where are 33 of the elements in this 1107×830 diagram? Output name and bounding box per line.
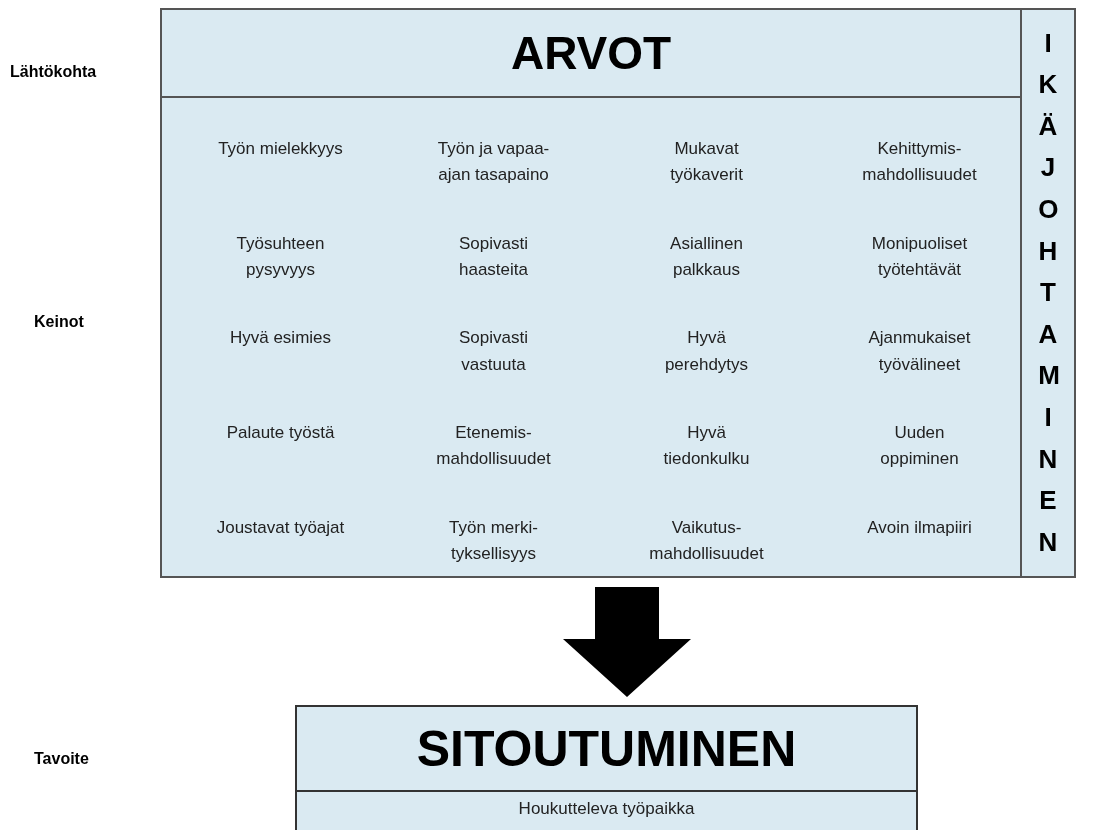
- value-text: Etenemis- mahdollisuudet: [435, 422, 552, 471]
- value-text: Joustavat työajat: [216, 516, 345, 539]
- value-text: Sopivasti vastuuta: [458, 327, 529, 376]
- value-text: Sopivasti haasteita: [458, 232, 529, 282]
- value-text: Työn merki- tyksellisyys: [448, 516, 539, 566]
- value-text: Monipuoliset työtehtävät: [870, 232, 969, 282]
- value-text: Hyvä tiedonkulku: [662, 422, 751, 471]
- row-label: Keinot: [34, 312, 84, 332]
- value-text: Työsuhteen pysyvyys: [235, 232, 326, 282]
- value-text: Kehittymis- mahdollisuudet: [861, 138, 978, 187]
- subheading: Houkutteleva työpaikka: [518, 798, 695, 820]
- row-label: Tavoite: [34, 749, 89, 769]
- vertical-heading: IKÄJOHTAMINEN: [1038, 26, 1058, 559]
- value-text: Avoin ilmapiiri: [867, 516, 972, 539]
- value-text: Vaikutus- mahdollisuudet: [648, 516, 765, 566]
- value-text: Asiallinen palkkaus: [669, 232, 744, 282]
- value-text: Uuden oppiminen: [879, 422, 960, 471]
- value-text: Työn mielekkyys: [218, 138, 343, 160]
- panel: [160, 98, 1020, 578]
- value-text: Ajanmukaiset työvälineet: [867, 327, 972, 376]
- heading: ARVOT: [510, 30, 672, 76]
- arrow: [563, 587, 691, 697]
- panel: [295, 705, 918, 792]
- value-text: Työn ja vapaa- ajan tasapaino: [436, 138, 551, 187]
- panel: [1020, 8, 1076, 578]
- value-text: Palaute työstä: [226, 422, 335, 445]
- value-text: Hyvä perehdytys: [663, 327, 750, 376]
- value-text: Mukavat työkaverit: [669, 138, 744, 187]
- value-text: Hyvä esimies: [229, 327, 332, 350]
- panel: [295, 792, 918, 830]
- row-label: Lähtökohta: [10, 62, 97, 82]
- panel: [160, 8, 1020, 98]
- heading: SITOUTUMINEN: [416, 723, 797, 774]
